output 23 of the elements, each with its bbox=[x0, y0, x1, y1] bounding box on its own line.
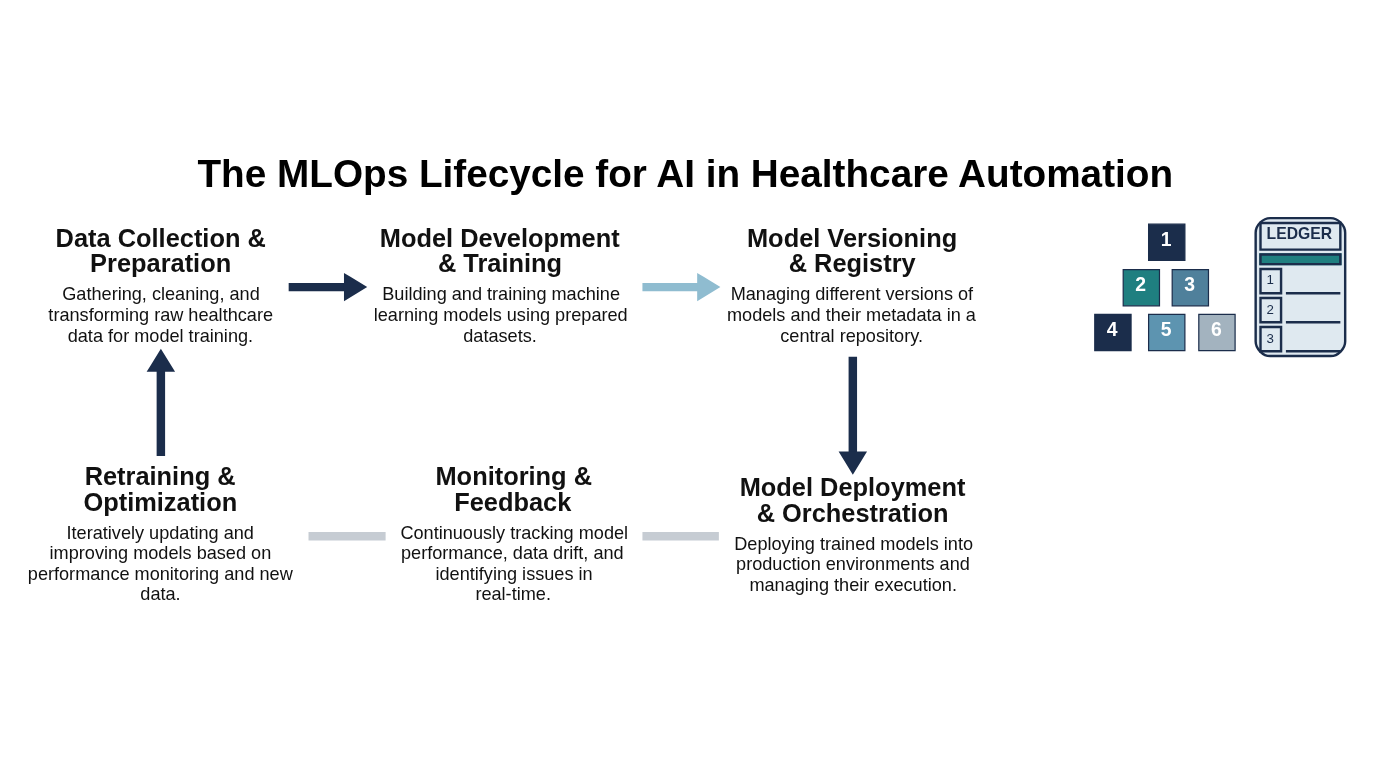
diagram-title: The MLOps Lifecycle for AI in Healthcare Automation bbox=[197, 151, 1174, 195]
label: 3 bbox=[1184, 272, 1196, 295]
label: 1 bbox=[1266, 271, 1274, 287]
arrow bbox=[288, 272, 368, 301]
node-text: Monitoring & Feedback Continuously tracking model performance, data drift, and identifying issues in real-time. bbox=[400, 461, 629, 604]
label: 5 bbox=[1160, 317, 1172, 340]
node-text: Model Deployment & Orchestration Deploying trained models into production environments and managing their execution. bbox=[734, 472, 974, 595]
node-text: Retraining & Optimization Iteratively updating and improving models based on performance monitoring and new data. bbox=[27, 461, 293, 604]
label: 1 bbox=[1160, 227, 1172, 250]
arrow bbox=[642, 272, 721, 301]
label: 4 bbox=[1106, 317, 1118, 340]
label: 3 bbox=[1266, 330, 1274, 346]
label: 2 bbox=[1266, 300, 1274, 316]
arrow bbox=[146, 348, 176, 456]
connector bbox=[642, 531, 719, 541]
node-text: Model Development & Training Building and training machine learning models using prepared datasets. bbox=[373, 223, 628, 346]
node-text: Model Versioning & Registry Managing different versions of models and their metadata in a central repository. bbox=[727, 223, 976, 346]
connector bbox=[308, 531, 386, 541]
label: 6 bbox=[1210, 317, 1222, 340]
arrow bbox=[838, 356, 868, 475]
label: 2 bbox=[1135, 272, 1147, 295]
label: LEDGER bbox=[1266, 224, 1333, 242]
node-text: Data Collection & Preparation Gathering, cleaning, and transforming raw healthcare data for model training. bbox=[48, 223, 274, 346]
